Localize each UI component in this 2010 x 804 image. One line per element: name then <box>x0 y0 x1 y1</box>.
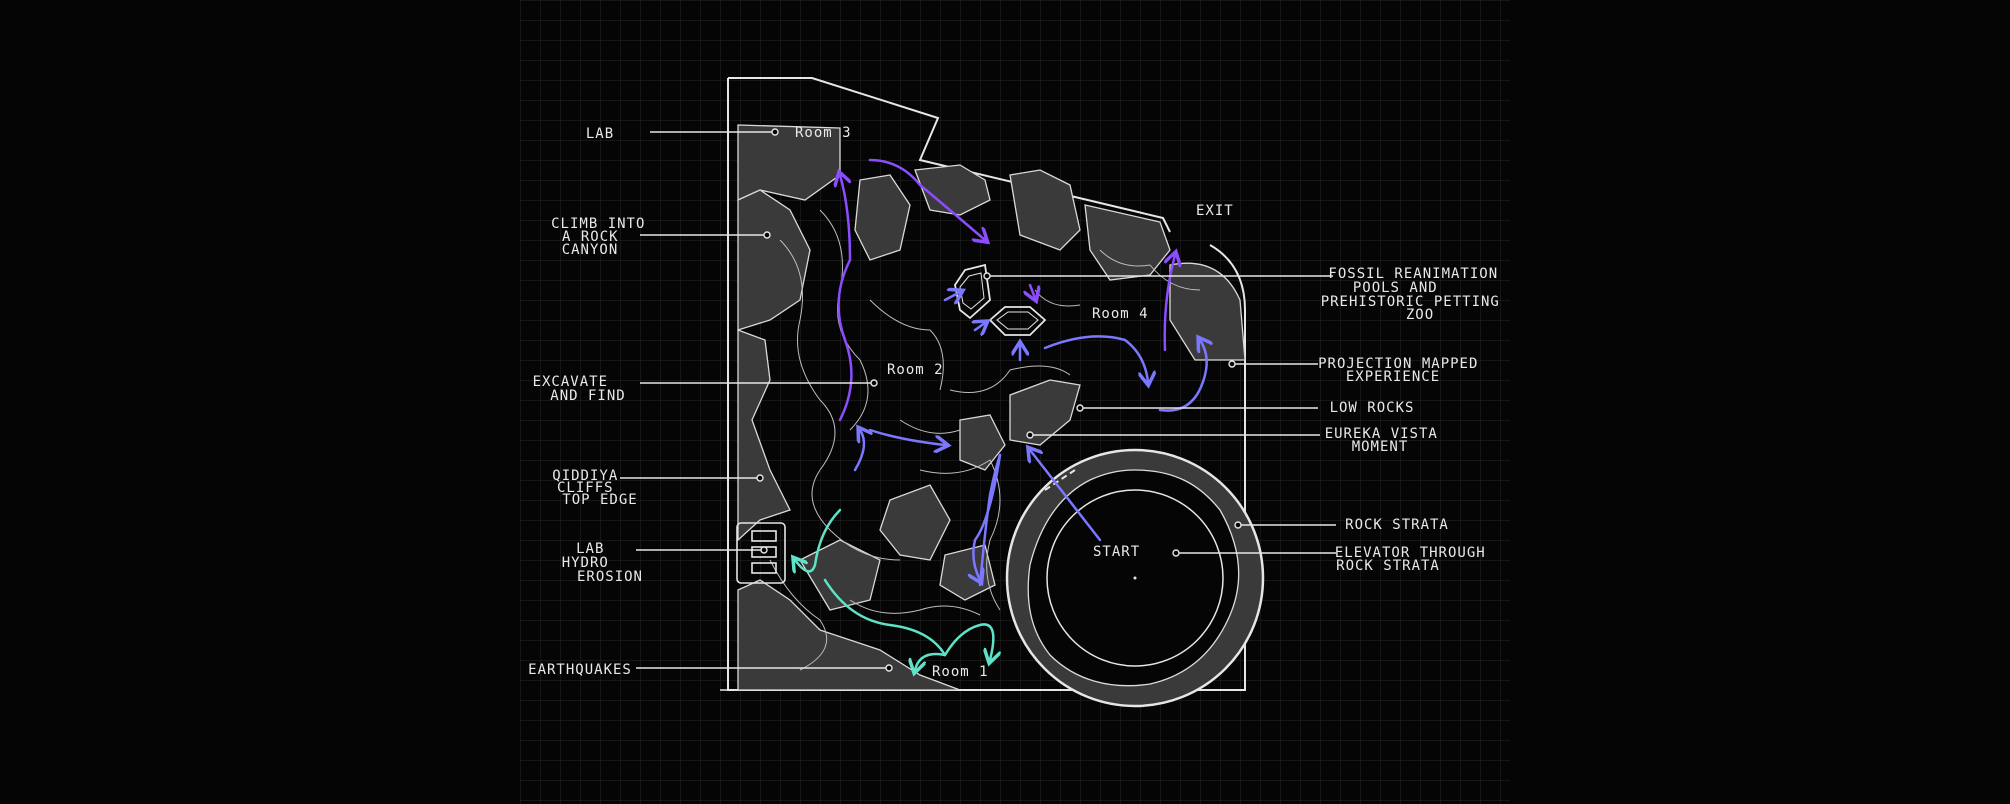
callout-elevator: ELEVATOR THROUGH ROCK STRATA <box>1335 545 1495 574</box>
callout-excavate: EXCAVATE AND FIND <box>533 374 626 404</box>
elevator-icon <box>1046 489 1224 667</box>
exit-label: EXIT <box>1196 203 1234 219</box>
arrow-icon <box>975 323 985 330</box>
right-callouts: FOSSIL REANIMATION POOLS AND PREHISTORIC… <box>1318 266 1510 574</box>
pool-icon <box>954 263 1047 336</box>
arrow-icon <box>915 652 947 670</box>
callout-earthquakes: EARTHQUAKES <box>528 662 632 678</box>
arrow-icon <box>868 158 985 240</box>
arrow-icon <box>795 508 842 571</box>
room-1-label: Room 1 <box>932 664 989 680</box>
room-labels: Room 3 Room 2 Room 4 Room 1 EXIT START <box>795 125 1234 680</box>
pathway-arrows <box>795 158 1207 670</box>
arrow-icon <box>853 430 864 472</box>
arrow-icon <box>823 578 947 657</box>
callout-fossil-pools: FOSSIL REANIMATION POOLS AND PREHISTORIC… <box>1321 266 1510 323</box>
arrow-icon <box>1030 283 1035 298</box>
rock-strata-ring <box>1005 448 1265 708</box>
start-label: START <box>1093 544 1140 560</box>
callout-eureka: EUREKA VISTA MOMENT <box>1325 426 1448 455</box>
arrow-icon <box>978 453 1002 587</box>
room-4-label: Room 4 <box>1092 306 1149 322</box>
arrow-icon <box>868 428 945 445</box>
arrow-icon <box>1158 340 1207 412</box>
room-2-label: Room 2 <box>887 362 944 378</box>
arrow-icon <box>1163 255 1175 352</box>
callout-climb-canyon: CLIMB INTO A ROCK CANYON <box>551 216 655 258</box>
strata-inner-edge <box>1027 469 1240 687</box>
callout-low-rocks: LOW ROCKS <box>1330 400 1415 416</box>
callout-projection: PROJECTION MAPPED EXPERIENCE <box>1318 356 1488 385</box>
arrow-icon <box>839 175 853 422</box>
arrow-icon <box>943 292 960 300</box>
callout-lab: LAB <box>586 126 614 142</box>
arrow-icon <box>943 623 993 660</box>
callout-leaders <box>620 128 1336 672</box>
arrow-icon <box>1030 450 1102 542</box>
callout-rock-strata: ROCK STRATA <box>1345 517 1449 533</box>
rock-formations <box>737 124 1246 691</box>
callout-lab-hydro: LAB HYDRO EROSION <box>562 541 643 585</box>
callout-qiddiya-cliffs: QIDDIYA CLIFFS TOP EDGE <box>552 468 637 508</box>
arrow-icon <box>1043 335 1148 382</box>
left-callouts: LAB CLIMB INTO A ROCK CANYON EXCAVATE AN… <box>528 126 655 678</box>
room-3-label: Room 3 <box>795 125 852 141</box>
arrow-icon <box>973 453 1002 580</box>
